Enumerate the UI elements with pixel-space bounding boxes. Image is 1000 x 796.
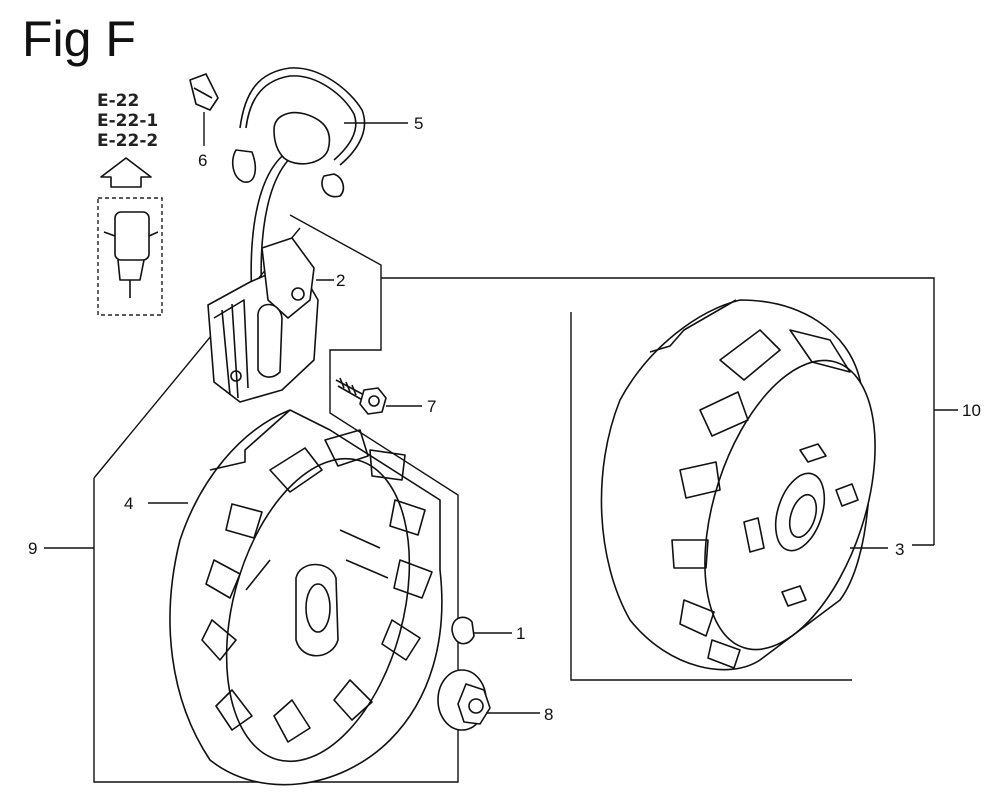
callout-10[interactable]: 10 [962, 401, 981, 420]
group-10-bracket [381, 277, 958, 681]
callout-8[interactable]: 8 [544, 705, 553, 724]
flywheel-left [169, 409, 443, 786]
reference-list: E-22 E-22-1 E-22-2 [97, 91, 158, 151]
callout-5[interactable]: 5 [414, 114, 423, 133]
woodruff-key [451, 616, 475, 645]
reference-arrow-icon [100, 157, 152, 188]
callout-6[interactable]: 6 [198, 151, 207, 170]
figure-title: Fig F [22, 11, 136, 67]
reference-coil-box [97, 197, 163, 316]
reference-item[interactable]: E-22 [97, 91, 140, 111]
callout-2[interactable]: 2 [336, 271, 345, 290]
reference-item[interactable]: E-22-2 [97, 131, 159, 151]
high-tension-cord [231, 67, 366, 301]
ignition-coil [207, 237, 319, 403]
callout-1[interactable]: 1 [516, 624, 525, 643]
callout-3[interactable]: 3 [895, 540, 904, 559]
callout-7[interactable]: 7 [427, 397, 436, 416]
callout-4[interactable]: 4 [124, 494, 133, 513]
reference-item[interactable]: E-22-1 [97, 111, 159, 131]
flange-nut [437, 669, 491, 731]
flywheel-right [600, 299, 876, 671]
leader-lines [44, 112, 888, 714]
callout-9[interactable]: 9 [28, 539, 37, 558]
wire-clip [189, 73, 219, 111]
bolt [335, 377, 387, 415]
